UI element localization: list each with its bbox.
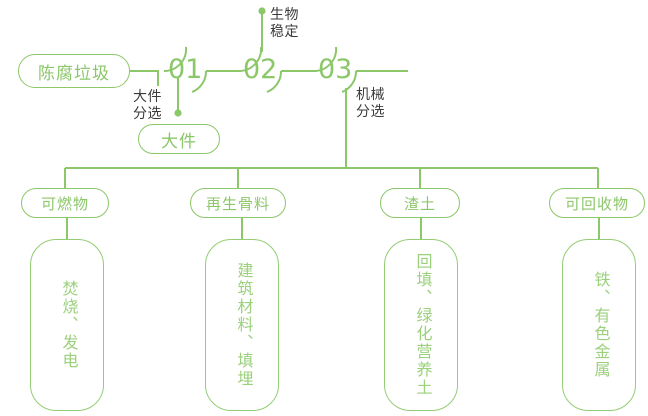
arc-step3-left — [313, 46, 338, 73]
node-category-combustible[interactable]: 可燃物 — [21, 188, 109, 218]
node-category-residual-soil[interactable]: 渣土 — [380, 188, 460, 218]
category-label-0: 可燃物 — [40, 195, 89, 213]
category-label-2: 渣土 — [403, 195, 436, 213]
step-number-03: 03 — [318, 54, 353, 85]
step-number-01: 01 — [168, 54, 203, 85]
arc-step1-left — [163, 46, 188, 73]
arc-step2-right — [266, 70, 283, 93]
node-usage-recyclables[interactable]: 铁、有色金属 — [562, 239, 636, 411]
node-usage-combustible[interactable]: 焚烧、发电 — [30, 239, 104, 411]
step-note-mechanical-sorting: 机械 分选 — [356, 86, 385, 120]
category-label-3: 可回收物 — [564, 195, 629, 213]
arc-step1-right — [191, 70, 208, 93]
step-note-bio-stabilization: 生物 稳定 — [270, 6, 299, 40]
usage-text-0: 焚烧、发电 — [59, 280, 77, 370]
usage-text-1: 建筑材料、填埋 — [234, 262, 252, 388]
node-bulky-output[interactable]: 大件 — [138, 124, 220, 154]
category-label-1: 再生骨料 — [205, 195, 270, 213]
node-root-label: 陈腐垃圾 — [38, 63, 110, 83]
dot-bulky-endpoint — [174, 109, 182, 117]
usage-text-3: 铁、有色金属 — [591, 271, 609, 379]
step-number-02: 02 — [243, 54, 278, 85]
arc-step3-right — [341, 70, 358, 93]
node-root[interactable]: 陈腐垃圾 — [18, 54, 130, 88]
wire-root-to-step1 — [130, 70, 159, 86]
step-note-bulky-sorting: 大件 分选 — [133, 88, 162, 122]
usage-text-2: 回填、绿化营养土 — [413, 253, 431, 397]
node-category-recyclables[interactable]: 可回收物 — [549, 188, 645, 218]
node-category-recycled-aggregate[interactable]: 再生骨料 — [190, 188, 286, 218]
node-bulky-output-label: 大件 — [161, 131, 197, 151]
node-usage-residual-soil[interactable]: 回填、绿化营养土 — [384, 239, 458, 411]
node-usage-recycled-aggregate[interactable]: 建筑材料、填埋 — [205, 239, 279, 411]
dot-bio-endpoint — [258, 7, 266, 15]
